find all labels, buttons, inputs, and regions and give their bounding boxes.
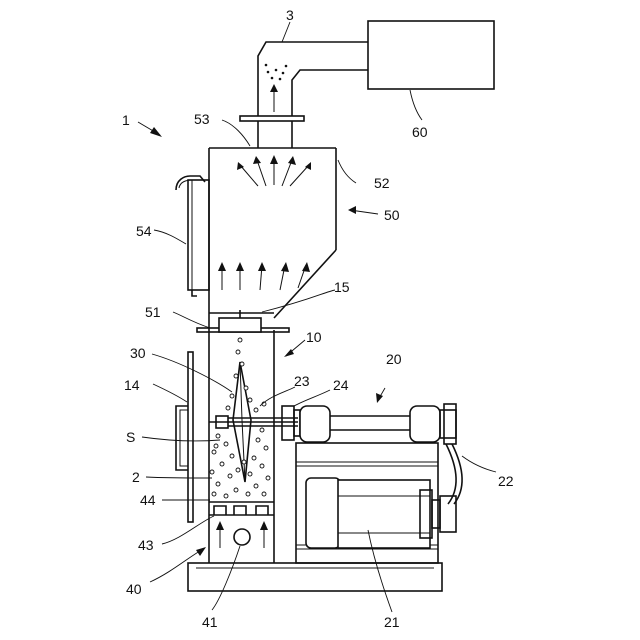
base-platform <box>188 563 442 591</box>
label-1: 1 <box>122 112 130 128</box>
label-21: 21 <box>384 614 400 630</box>
label-51: 51 <box>145 304 161 320</box>
label-50: 50 <box>384 207 400 223</box>
label-22: 22 <box>498 473 514 489</box>
label-10: 10 <box>306 329 322 345</box>
label-23: 23 <box>294 373 310 389</box>
airflow-arrows <box>218 155 311 290</box>
blower-box <box>368 21 494 89</box>
bearing-housing <box>282 406 440 442</box>
label-S: S <box>126 429 135 445</box>
label-60: 60 <box>412 124 428 140</box>
label-2: 2 <box>132 469 140 485</box>
side-door <box>176 352 193 522</box>
label-53: 53 <box>194 111 210 127</box>
label-14: 14 <box>124 377 140 393</box>
motor-frame <box>296 443 438 563</box>
side-hatch <box>176 176 209 296</box>
label-54: 54 <box>136 223 152 239</box>
label-20: 20 <box>386 351 402 367</box>
label-3: 3 <box>286 7 294 23</box>
label-44: 44 <box>140 492 156 508</box>
airborne-particles <box>265 64 288 112</box>
label-15: 15 <box>334 279 350 295</box>
label-41: 41 <box>202 614 218 630</box>
label-52: 52 <box>374 175 390 191</box>
label-24: 24 <box>333 377 349 393</box>
label-30: 30 <box>130 345 146 361</box>
label-43: 43 <box>138 537 154 553</box>
air-inlet <box>209 502 274 548</box>
label-40: 40 <box>126 581 142 597</box>
exhaust-duct <box>240 21 494 148</box>
